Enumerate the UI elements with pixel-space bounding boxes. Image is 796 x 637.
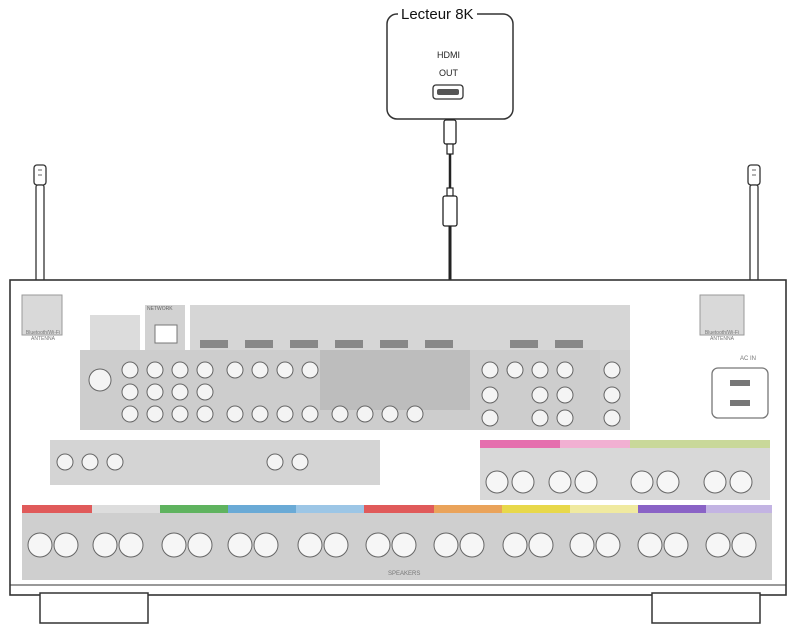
rca-jack: [121, 405, 139, 423]
speaker-post: [569, 532, 595, 558]
rca-jack: [196, 405, 214, 423]
speaker-post: [705, 532, 731, 558]
rca-jack: [251, 361, 269, 379]
speaker-post: [731, 532, 757, 558]
speaker-post: [391, 532, 417, 558]
rca-jack: [81, 453, 99, 471]
speaker-post: [485, 470, 509, 494]
rca-jack: [171, 405, 189, 423]
rca-jack: [291, 453, 309, 471]
speaker-post: [595, 532, 621, 558]
network-label: NETWORK: [147, 306, 173, 312]
antenna-left-label: Bluetooth/Wi-Fi ANTENNA: [25, 330, 61, 342]
speaker-post: [253, 532, 279, 558]
rca-jack: [331, 405, 349, 423]
rca-jack: [531, 409, 549, 427]
speaker-post: [703, 470, 727, 494]
rca-jack: [301, 361, 319, 379]
speaker-post: [630, 470, 654, 494]
rca-jack: [146, 361, 164, 379]
rca-jack: [251, 405, 269, 423]
rca-jacks: [56, 361, 621, 471]
rca-jack: [603, 386, 621, 404]
rca-jack: [556, 409, 574, 427]
rca-jack: [146, 383, 164, 401]
rca-jack: [481, 361, 499, 379]
player-device: [386, 13, 514, 120]
rca-jack: [381, 405, 399, 423]
rca-jack: [171, 361, 189, 379]
rca-jack: [506, 361, 524, 379]
rca-jack: [531, 361, 549, 379]
antenna-left: [21, 164, 59, 294]
hdmi-label: HDMI: [437, 50, 460, 60]
rca-jack: [171, 383, 189, 401]
out-label: OUT: [439, 68, 458, 78]
speakers-label: SPEAKERS: [388, 571, 421, 577]
rca-jack: [276, 361, 294, 379]
speaker-post: [574, 470, 598, 494]
speaker-post: [92, 532, 118, 558]
speaker-post: [548, 470, 572, 494]
speaker-post: [118, 532, 144, 558]
rca-jack: [196, 361, 214, 379]
rca-jack: [266, 453, 284, 471]
rca-jack: [146, 405, 164, 423]
rca-jack: [556, 361, 574, 379]
speaker-post: [27, 532, 53, 558]
speaker-post: [502, 532, 528, 558]
speaker-post: [297, 532, 323, 558]
antenna-right: [735, 164, 773, 294]
speaker-terminals: [27, 470, 757, 558]
rca-jack: [121, 383, 139, 401]
ac-in-label: AC IN: [740, 356, 757, 362]
rca-jack: [406, 405, 424, 423]
rca-jack: [481, 409, 499, 427]
speaker-post: [323, 532, 349, 558]
rca-jack: [531, 386, 549, 404]
rca-jack: [226, 405, 244, 423]
rca-jack: [556, 386, 574, 404]
speaker-post: [528, 532, 554, 558]
speaker-post: [365, 532, 391, 558]
speaker-post: [663, 532, 689, 558]
speaker-post: [729, 470, 753, 494]
speaker-post: [227, 532, 253, 558]
rca-jack: [603, 409, 621, 427]
rca-jack: [106, 453, 124, 471]
speaker-post: [161, 532, 187, 558]
rca-jack: [226, 361, 244, 379]
speaker-post: [187, 532, 213, 558]
rca-jack: [603, 361, 621, 379]
speaker-post: [511, 470, 535, 494]
rca-jack: [481, 386, 499, 404]
speaker-post: [433, 532, 459, 558]
rca-jack: [301, 405, 319, 423]
rca-jack: [56, 453, 74, 471]
subwoofer-jack: [88, 368, 112, 392]
rca-jack: [276, 405, 294, 423]
speaker-post: [637, 532, 663, 558]
speaker-post: [53, 532, 79, 558]
antenna-right-label: Bluetooth/Wi-Fi ANTENNA: [704, 330, 740, 342]
rca-jack: [121, 361, 139, 379]
player-title: Lecteur 8K: [398, 6, 477, 23]
speaker-post: [459, 532, 485, 558]
speaker-post: [656, 470, 680, 494]
rca-jack: [196, 383, 214, 401]
rca-jack: [356, 405, 374, 423]
